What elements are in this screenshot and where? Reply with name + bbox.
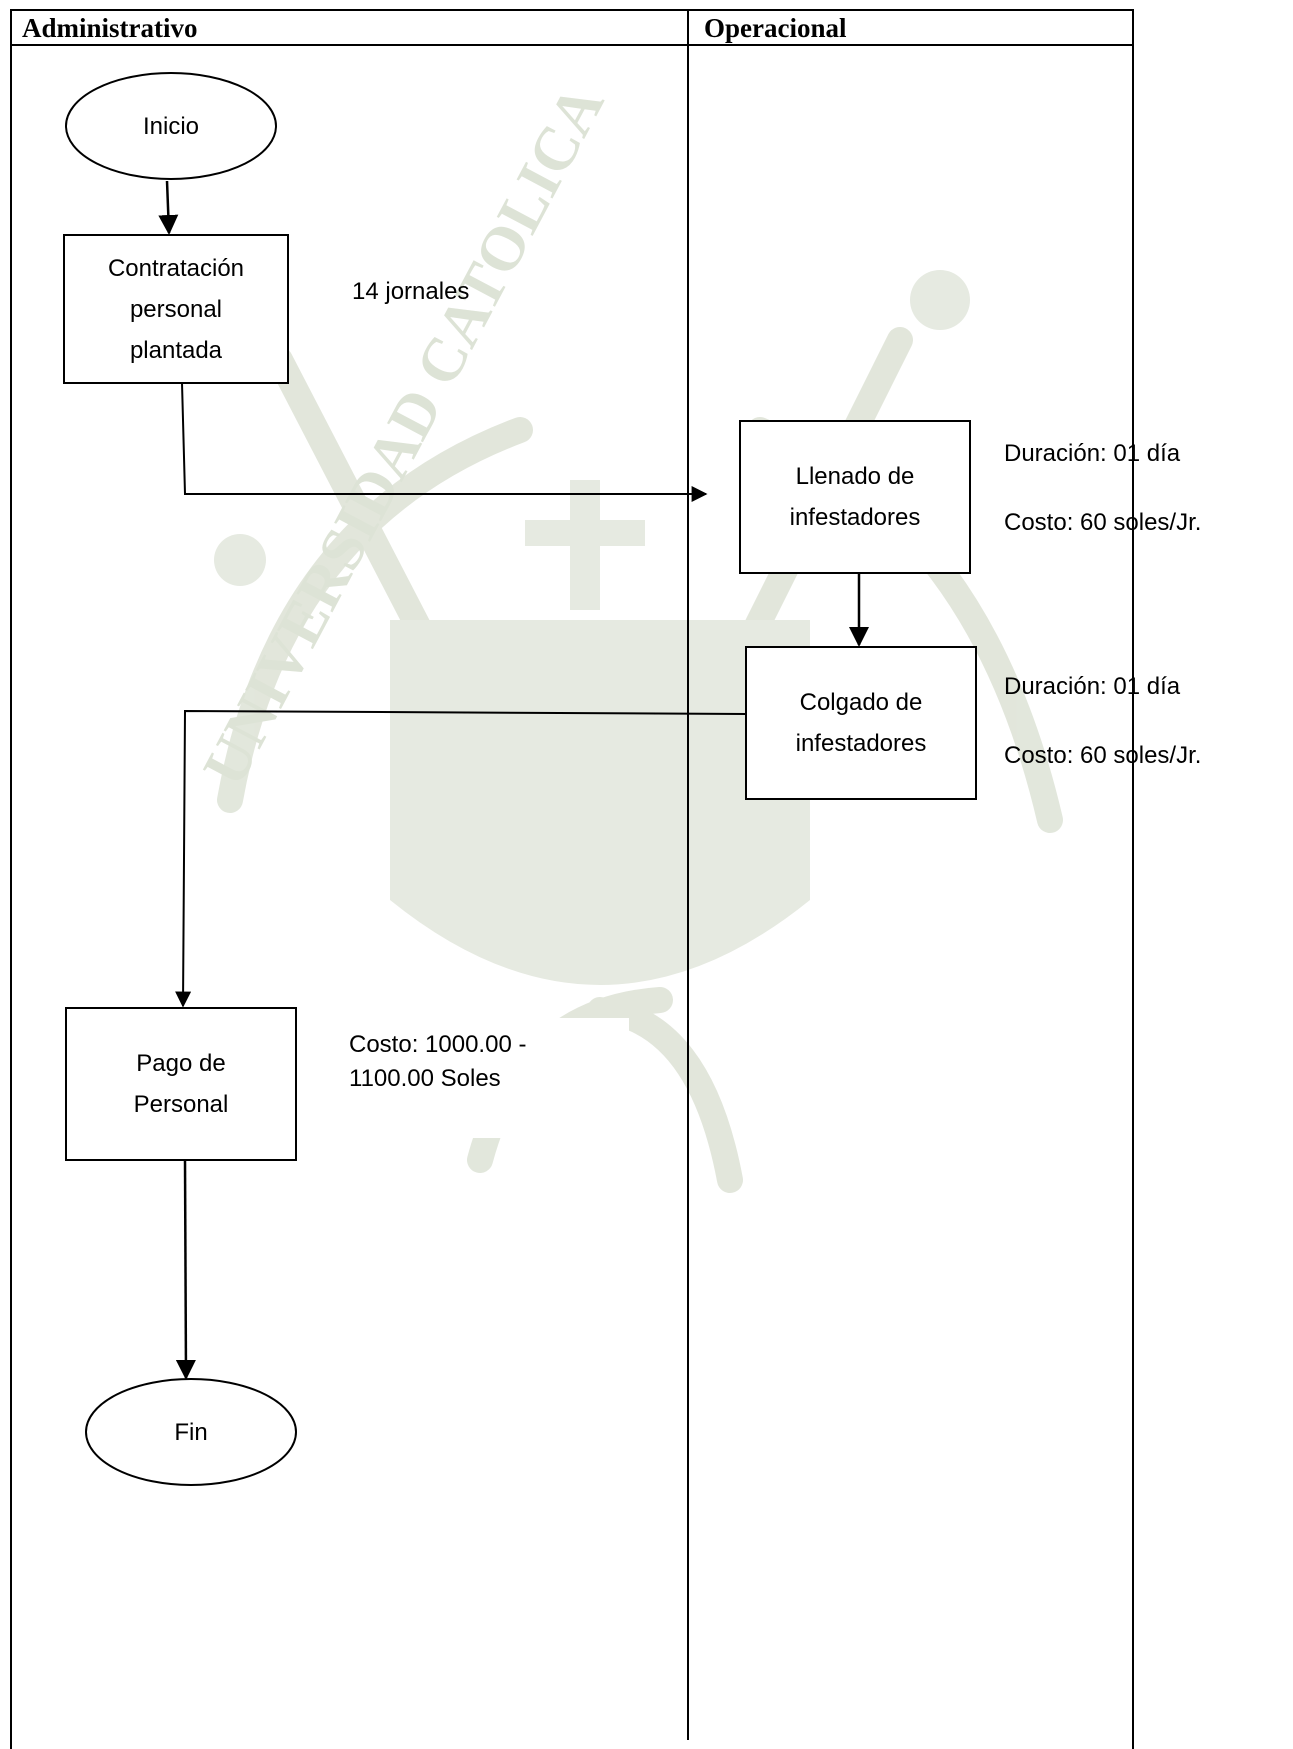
lane-divider — [687, 9, 689, 1740]
hiring-label: Contratación personal plantada — [107, 254, 245, 364]
hanging-duration-note: Duración: 01 día — [1004, 673, 1181, 700]
hanging-label: Colgado de infestadores — [795, 689, 927, 757]
start-label: Inicio — [142, 112, 200, 140]
payment-process-box — [65, 1007, 297, 1161]
lane-header-operational: Operacional — [704, 13, 847, 43]
table-border — [10, 9, 1134, 1749]
payment-label: Pago de Personal — [133, 1050, 229, 1118]
filling-cost-note: Costo: 60 soles/Jr. — [1004, 509, 1202, 536]
arrow-start-to-hiring — [158, 180, 179, 235]
arrow-hanging-to-payment — [175, 709, 747, 1008]
end-label: Fin — [174, 1418, 208, 1446]
lane-header-administrative: Administrativo — [22, 13, 198, 43]
filling-duration-note: Duración: 01 día — [1004, 440, 1181, 467]
payment-cost-note: Costo: 1000.00 - 1100.00 Soles — [349, 1018, 629, 1138]
filling-label: Llenado de infestadores — [789, 463, 921, 531]
filling-process-box — [739, 420, 971, 574]
arrow-payment-to-end — [175, 1159, 196, 1380]
header-separator — [10, 44, 1134, 46]
hanging-cost-note: Costo: 60 soles/Jr. — [1004, 742, 1202, 769]
hanging-process-box — [745, 646, 977, 800]
start-terminator — [65, 72, 277, 180]
hiring-process-box — [63, 234, 289, 384]
hiring-note: 14 jornales — [352, 278, 470, 305]
arrow-hiring-to-filling — [181, 382, 708, 502]
